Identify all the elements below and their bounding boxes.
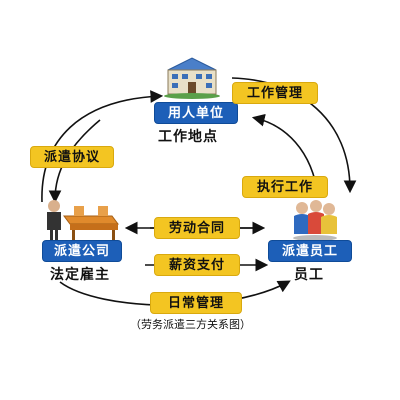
salary-payment-label: 薪资支付 xyxy=(154,254,240,276)
people-group-icon xyxy=(293,200,337,241)
agency-title: 派遣公司 xyxy=(42,240,122,262)
agency-subtitle: 法定雇主 xyxy=(50,267,110,283)
worker-title: 派遣员工 xyxy=(268,240,352,262)
diagram-caption: （劳务派遣三方关系图） xyxy=(130,318,251,331)
daily-management-label: 日常管理 xyxy=(150,292,242,314)
arrow-employer-to-worker xyxy=(231,77,357,194)
worker-subtitle: 员工 xyxy=(294,267,324,283)
work-management-label: 工作管理 xyxy=(232,82,318,104)
office-building-icon xyxy=(164,57,220,99)
arrow-agency-to-employer xyxy=(41,90,164,203)
labor-contract-label: 劳动合同 xyxy=(154,217,240,239)
meeting-table-icon xyxy=(47,200,119,240)
employer-subtitle: 工作地点 xyxy=(158,129,218,145)
perform-work-label: 执行工作 xyxy=(242,176,328,198)
employer-title: 用人单位 xyxy=(154,102,238,124)
dispatch-agreement-label: 派遣协议 xyxy=(30,146,114,168)
